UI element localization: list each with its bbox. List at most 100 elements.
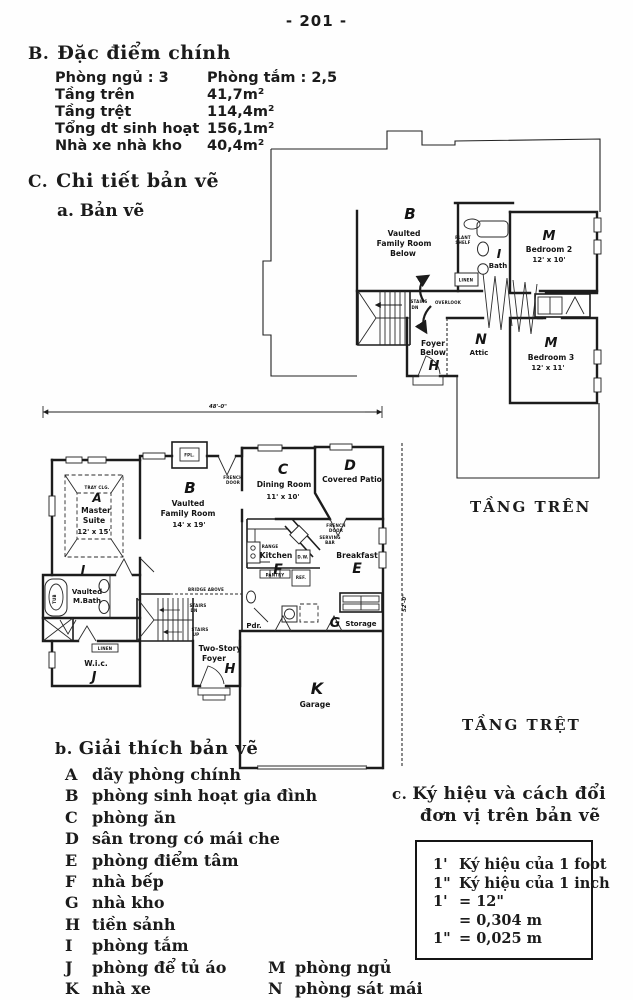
powder-label: Pdr. (246, 622, 261, 630)
foyer-door-swing (417, 355, 441, 377)
conversion-title-2: đơn vị trên bản vẽ (420, 806, 601, 826)
bathtub (476, 220, 509, 238)
room-name: Attic (470, 349, 489, 357)
window (593, 217, 602, 233)
depth-dimension: 52'-0" (402, 594, 408, 612)
tray-corners (64, 474, 124, 558)
room-dim: 12' x 15' (77, 528, 110, 536)
ground-floor-caption: TẦNG TRỆT (462, 716, 581, 734)
bathtub-detail (463, 218, 481, 230)
window (48, 495, 56, 517)
conversion-row: 1'Ký hiệu của 1 foot (433, 856, 607, 875)
linen-label: LINEN (98, 646, 112, 651)
range (246, 541, 261, 564)
sink (477, 263, 489, 275)
foyer-steps (412, 375, 444, 386)
room-letter-kitchen: F (273, 562, 283, 578)
legend-key: N (268, 978, 283, 998)
room-letter-patio: D (344, 458, 356, 474)
stairs-label: UP (193, 632, 200, 637)
conversion-heading-line2: đơn vị trên bản vẽ (420, 806, 601, 826)
french-door-swing (217, 455, 237, 477)
storage-walls (339, 592, 383, 613)
conversion-text: = 0,025 m (459, 930, 542, 948)
bridge-above-label: BRIDGE ABOVE (188, 587, 224, 592)
front-steps (202, 694, 226, 701)
french-door-label: FRENCH (223, 475, 242, 480)
bedroom3-walls (508, 316, 599, 405)
linen-label: LINEN (459, 278, 473, 283)
window (65, 456, 83, 464)
legend-key: A (65, 765, 78, 784)
stair-treads (157, 598, 189, 641)
room-dim: 11' x 10' (266, 493, 299, 501)
legend-heading: b.Giải thích bản vẽ (55, 738, 258, 759)
room-dim: 12' x 10' (532, 256, 565, 264)
legend-key: F (65, 871, 77, 891)
stair-landing (136, 597, 193, 642)
window (593, 377, 602, 393)
window (329, 443, 353, 451)
stat-value: 41,7m² (207, 87, 265, 103)
plant-shelf-label: PLANT (455, 235, 471, 240)
legend-key: E (65, 850, 78, 870)
window (378, 527, 387, 545)
refrigerator (291, 569, 311, 587)
serving-bar-label: BAR (325, 540, 335, 545)
room-name: Below (390, 249, 416, 258)
legend-key: J (65, 957, 73, 977)
conversion-title-1: Ký hiệu và cách đổi (412, 784, 607, 804)
dishwasher-label: D.W. (297, 555, 309, 560)
stat-label: Tầng trên (55, 87, 135, 103)
stat-label: Tầng trệt (55, 104, 132, 120)
legend-title: Giải thích bản vẽ (78, 738, 259, 759)
burner (250, 553, 256, 559)
window (378, 551, 387, 569)
tub-label: TUB (52, 594, 57, 604)
legend-text: nhà xe (92, 978, 151, 998)
conversion-row: 1' = 12" (433, 893, 591, 912)
room-name: Family Room (377, 239, 432, 248)
closet-door-swing (565, 296, 585, 315)
stairs-label: STAIRS (191, 627, 208, 632)
section-b-title: Đặc điểm chính (57, 42, 231, 64)
room-name: Vaulted (388, 229, 421, 238)
room-name: Vaulted (172, 499, 205, 508)
room-name: Bedroom 2 (526, 245, 572, 254)
window (257, 444, 283, 452)
stairs-label: STAIRS (189, 603, 206, 608)
room-name: Kitchen (260, 551, 293, 560)
conversion-symbol: 1' (433, 893, 448, 911)
legend-text: nhà bếp (92, 871, 164, 891)
french-door-label: DOOR (329, 528, 343, 533)
stat-row: Tầng trên 41,7m² (55, 87, 264, 103)
conversion-box: 1'Ký hiệu của 1 foot 1"Ký hiệu của 1 inc… (415, 840, 610, 960)
master-door-swings (114, 557, 155, 576)
conversion-symbol: 1" (433, 874, 451, 892)
tray-ceiling-outer (64, 474, 124, 558)
washer-drum (284, 608, 295, 620)
linen-cabinet (454, 272, 479, 287)
toilet (246, 590, 256, 604)
stairs-label: STAIRS (410, 299, 427, 304)
room-name: M.Bath (73, 597, 101, 605)
legend-text: phòng tắm (92, 936, 189, 956)
upper-outline-bottom (456, 376, 600, 479)
section-b-heading: B.Đặc điểm chính (28, 42, 231, 64)
legend-key: B (65, 786, 79, 806)
window (142, 452, 166, 460)
conversion-text: = 12" (459, 893, 504, 911)
stat-label: Phòng ngủ : 3 (55, 70, 169, 86)
stat-label: Tổng dt sinh hoạt (55, 121, 200, 137)
legend-text: nhà kho (92, 893, 165, 913)
closet-walls (534, 293, 591, 318)
room-letter-wic: J (89, 670, 97, 685)
